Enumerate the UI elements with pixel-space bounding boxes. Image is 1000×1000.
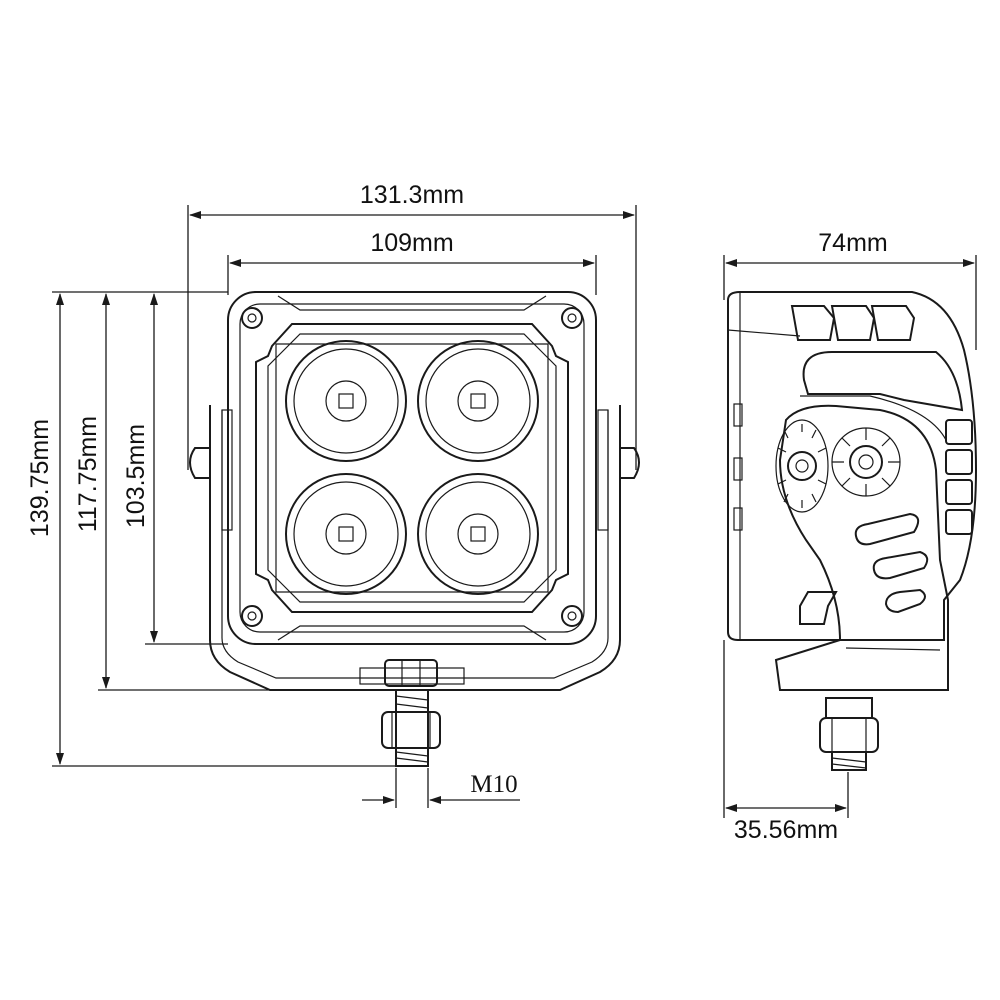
side-bolt bbox=[819, 697, 879, 771]
side-rear-fins bbox=[945, 419, 973, 535]
side-view bbox=[727, 291, 978, 771]
led-reflector-top-right bbox=[417, 340, 539, 462]
screw-bottom-right bbox=[561, 605, 583, 627]
front-view bbox=[189, 291, 640, 767]
dim-housing-height: 103.5mm bbox=[122, 424, 150, 528]
housing-inner bbox=[239, 303, 585, 633]
dim-overall-height: 139.75mm bbox=[26, 419, 54, 537]
led-reflector-bottom-left bbox=[285, 473, 407, 595]
side-housing bbox=[727, 291, 978, 641]
dim-side-depth: 74mm bbox=[818, 229, 887, 257]
side-top-fins bbox=[790, 305, 916, 341]
screw-top-left bbox=[241, 307, 263, 329]
dim-bolt-offset: 35.56mm bbox=[734, 816, 838, 844]
screw-bottom-left bbox=[241, 605, 263, 627]
screw-top-right bbox=[561, 307, 583, 329]
side-adjust-knob-right bbox=[831, 427, 901, 497]
dim-thread-size: M10 bbox=[470, 771, 517, 798]
dim-bracket-height: 117.75mm bbox=[74, 416, 102, 532]
side-adjust-knob-left bbox=[775, 419, 829, 513]
mount-bolt bbox=[359, 659, 465, 767]
housing-outer bbox=[227, 291, 597, 645]
side-dimensions: 74mm 35.56mm bbox=[723, 229, 977, 844]
side-bracket bbox=[774, 404, 949, 691]
led-reflector-top-left bbox=[285, 340, 407, 462]
right-knob bbox=[620, 447, 640, 479]
left-knob bbox=[189, 447, 210, 479]
mount-bracket bbox=[209, 405, 621, 691]
dim-housing-width: 109mm bbox=[370, 229, 453, 257]
led-reflector-bottom-right bbox=[417, 473, 539, 595]
dim-overall-width: 131.3mm bbox=[360, 181, 464, 209]
front-dimensions: 131.3mm 109mm 139.75mm 117.75mm 103.5mm … bbox=[26, 181, 637, 808]
lens-bezel bbox=[255, 323, 569, 613]
